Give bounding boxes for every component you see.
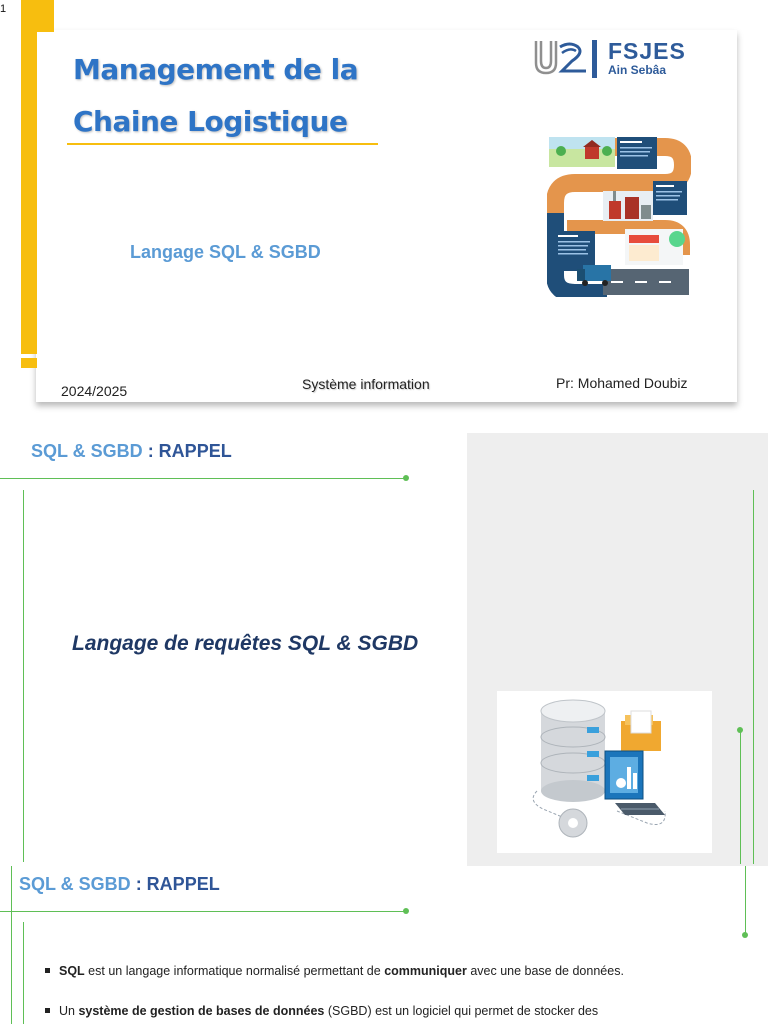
database-illustration: [497, 691, 712, 853]
decor-line: [753, 490, 754, 864]
bullet-bold: communiquer: [384, 964, 467, 978]
decor-line: [740, 730, 741, 864]
section-title-part2: : RAPPEL: [130, 874, 220, 894]
bullet-text: Un: [59, 1004, 79, 1018]
decor-dot: [742, 932, 748, 938]
logo-name: FSJES: [608, 38, 686, 64]
section-title: SQL & SGBD : RAPPEL: [19, 874, 220, 895]
decor-dot: [403, 908, 409, 914]
slide-title: Management de la Chaine Logistique: [73, 44, 393, 148]
decor-line: [11, 866, 12, 1024]
uh2c-logo-icon: [534, 41, 586, 75]
page-number: 1: [0, 3, 7, 15]
logo-divider: [592, 40, 597, 78]
bullet-item: Un système de gestion de bases de donnée…: [45, 1004, 598, 1018]
academic-year: 2024/2025: [61, 383, 128, 399]
slide-subtitle: Langage SQL & SGBD: [130, 242, 321, 262]
slide-title-line1: Management de la: [73, 53, 359, 86]
university-logo: FSJES Ain Sebâa: [532, 38, 697, 82]
accent-bar-top: [21, 0, 54, 32]
decor-dot: [737, 727, 743, 733]
bullet-text: avec une base de données.: [466, 964, 624, 978]
supply-chain-illustration: [547, 137, 691, 297]
bullet-item: SQL est un langage informatique normalis…: [45, 964, 624, 978]
professor-name: Pr: Mohamed Doubiz: [556, 375, 688, 391]
bullet-marker-icon: [45, 968, 50, 974]
section-title: SQL & SGBD : RAPPEL: [31, 441, 232, 462]
decor-dot: [403, 475, 409, 481]
section-title-part1: SQL & SGBD: [31, 441, 143, 461]
slide-title-line2: Chaine Logistique: [73, 105, 348, 138]
accent-bar-bottom: [21, 358, 37, 368]
database-server-icon: [532, 699, 666, 838]
title-underline: [67, 143, 378, 145]
course-name: Système information: [302, 376, 430, 392]
bullet-bold: SQL: [59, 964, 85, 978]
decor-line: [23, 922, 24, 1024]
decor-line: [0, 911, 406, 912]
decor-line: [0, 478, 406, 479]
bullet-bold: système de gestion de bases de données: [78, 1004, 325, 1018]
decor-line: [745, 866, 746, 936]
accent-bar-vertical: [21, 0, 37, 354]
slide-heading: Langage de requêtes SQL & SGBD: [72, 632, 419, 655]
section-title-part2: : RAPPEL: [142, 441, 232, 461]
bullet-text: est un langage informatique normalisé pe…: [84, 964, 385, 978]
decor-line: [23, 490, 24, 862]
bullet-marker-icon: [45, 1008, 50, 1014]
logo-subtitle: Ain Sebâa: [608, 63, 667, 77]
section-title-part1: SQL & SGBD: [19, 874, 131, 894]
bullet-text: (SGBD) est un logiciel qui permet de sto…: [324, 1004, 599, 1018]
